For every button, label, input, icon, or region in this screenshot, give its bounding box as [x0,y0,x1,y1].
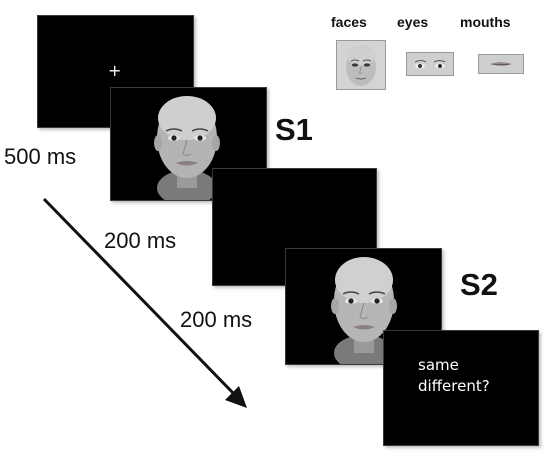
duration-blank: 200 ms [180,307,253,332]
condition-label-mouths: mouths [460,14,511,30]
face-image [331,257,397,364]
duration-stimulus-1: 200 ms [104,228,177,253]
mouth-thumbnail [478,54,524,74]
stimulus-1-label: S1 [275,112,313,147]
duration-fixation: 500 ms [4,144,77,169]
fixation-cross: + [108,61,122,80]
response-option-different: different? [418,377,490,395]
stimulus-2-label: S2 [460,267,498,302]
response-screen: same different? [383,330,539,446]
condition-label-eyes: eyes [397,14,429,30]
response-option-same: same [418,356,459,374]
eyes-thumbnail [406,52,454,76]
response-prompt: same different? [418,355,490,397]
face-image [154,96,220,200]
condition-label-faces: faces [331,14,367,30]
face-thumbnail [336,40,386,90]
